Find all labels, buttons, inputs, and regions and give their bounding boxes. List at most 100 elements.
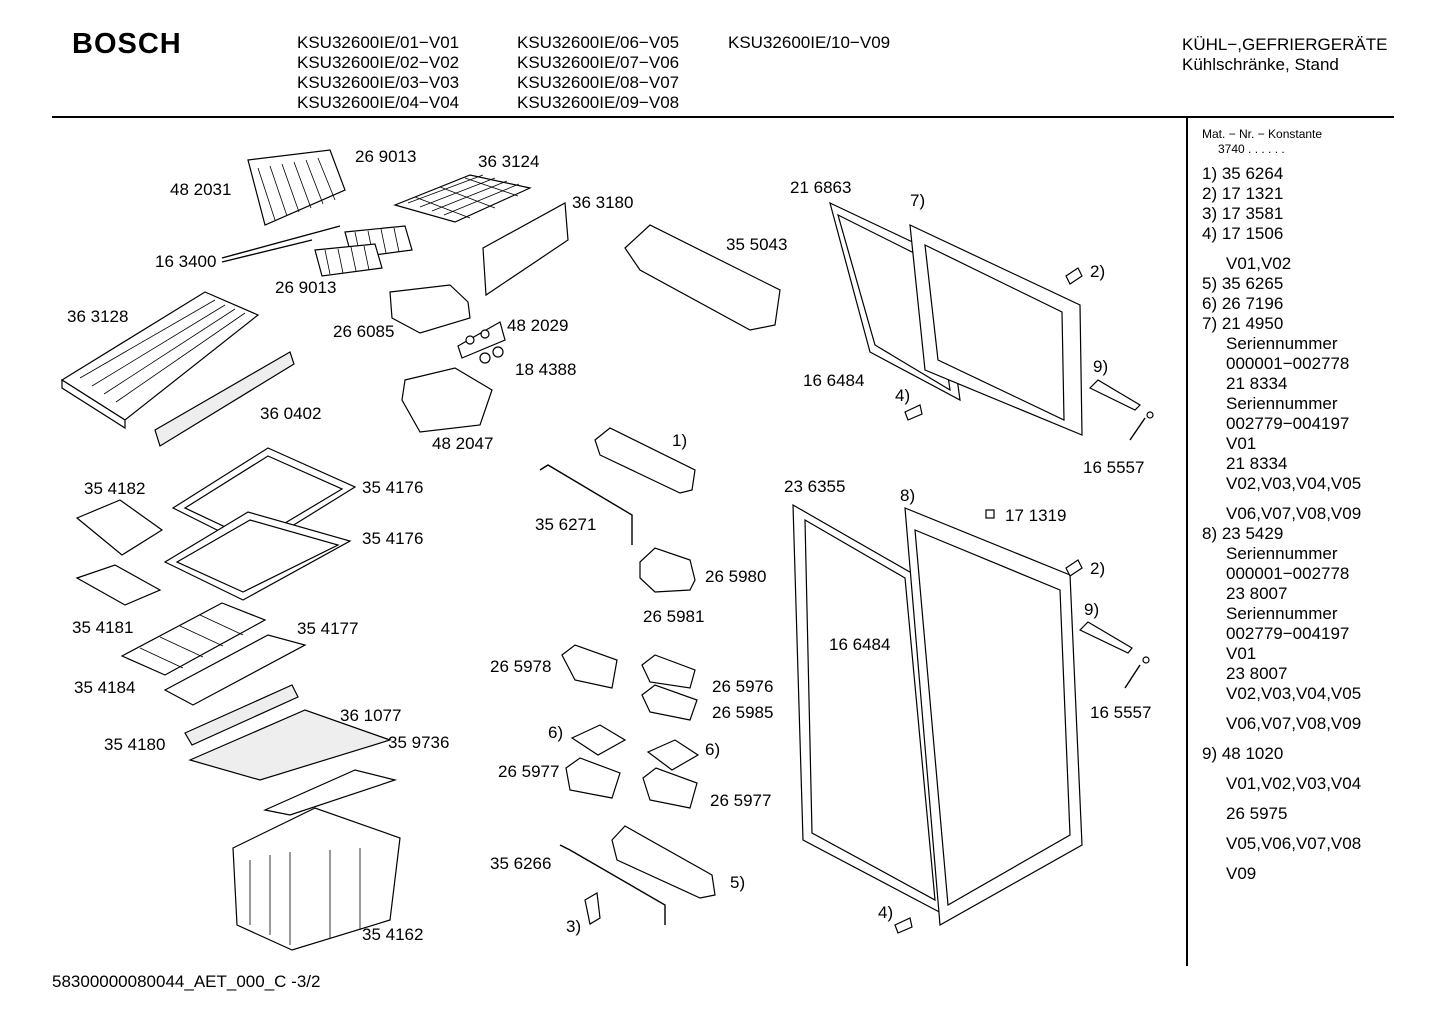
part-number-label: 26 9013	[355, 147, 416, 166]
sidebar-entry: V06,V07,V08,V09	[1226, 714, 1362, 733]
ice-tray-lower	[314, 243, 383, 277]
part-number-label: 35 6271	[535, 515, 596, 534]
sidebar-entry: V06,V07,V08,V09	[1226, 504, 1362, 523]
part-number-label: 35 4162	[362, 925, 423, 944]
freezer-evaporator-cover	[247, 149, 346, 226]
small-tray	[75, 564, 162, 606]
part-number-label: 4)	[895, 386, 910, 405]
thermostat-housing	[389, 284, 506, 364]
part-number-label: 26 6085	[333, 322, 394, 341]
part-number-label: 36 1077	[340, 706, 401, 725]
part-number-label: 26 5981	[643, 607, 704, 626]
model-list-col3: KSU32600IE/10−V09	[728, 33, 890, 53]
crisper-grille	[184, 684, 398, 816]
part-number-label: 8)	[900, 486, 915, 505]
sidebar-entry: 4) 17 1506	[1202, 224, 1284, 243]
part-number-label: 26 5976	[712, 677, 773, 696]
glass-shelf-lower	[163, 511, 352, 601]
part-number-label: 7)	[910, 191, 925, 210]
door-bin-b	[641, 654, 696, 689]
egg-tray-a	[570, 724, 627, 756]
model-number: KSU32600IE/01−V01	[297, 33, 460, 52]
sidebar-heading: Mat. − Nr. − Konstante 3740 . . . . . .	[1202, 127, 1322, 157]
part-number-label: 2)	[1090, 262, 1105, 281]
sidebar-entry: V02,V03,V04,V05	[1226, 474, 1362, 493]
part-number-label: 48 2047	[432, 434, 493, 453]
part-number-label: 1)	[672, 431, 687, 450]
part-number-label: 5)	[730, 873, 745, 892]
part-number-label: 6)	[548, 723, 563, 742]
part-number-label: 26 5978	[490, 657, 551, 676]
sidebar-entry: V02,V03,V04,V05	[1226, 684, 1362, 703]
vegetable-crisper-drawer	[232, 807, 401, 951]
model-number: KSU32600IE/07−V06	[517, 53, 680, 72]
sidebar-entry: 7) 21 4950	[1202, 314, 1284, 333]
model-list-col2: KSU32600IE/06−V05 KSU32600IE/07−V06 KSU3…	[517, 33, 679, 113]
sidebar-constant: 3740 . . . . . .	[1218, 142, 1285, 156]
sidebar-entry: 002779−004197	[1226, 414, 1350, 433]
sidebar-entry: 8) 23 5429	[1202, 524, 1284, 543]
crisper-cover-frame	[120, 602, 267, 676]
category-block: KÜHL−,GEFRIERGERÄTE Kühlschränke, Stand	[1182, 35, 1387, 75]
part-number-label: 36 3180	[572, 193, 633, 212]
egg-tray-b	[646, 739, 700, 771]
crisper-drawer-small	[401, 367, 493, 433]
screw-icon	[1142, 656, 1150, 664]
part-number-label: 23 6355	[784, 477, 845, 496]
sidebar-entry: V05,V06,V07,V08	[1226, 834, 1362, 853]
part-number-label: 35 4176	[362, 478, 423, 497]
sidebar-entry: 3) 17 3581	[1202, 204, 1284, 223]
sidebar-entry: V01	[1226, 644, 1257, 663]
part-number-label: 26 5977	[498, 762, 559, 781]
door-handle-lower	[1078, 621, 1133, 654]
sidebar-entry: 002779−004197	[1226, 624, 1350, 643]
model-number: KSU32600IE/02−V02	[297, 53, 460, 72]
part-number-label: 26 9013	[275, 278, 336, 297]
part-number-label: 17 1319	[1005, 506, 1066, 525]
door-bin-d	[565, 757, 621, 799]
part-number-label: 48 2029	[507, 316, 568, 335]
hinge-part-icon	[894, 917, 913, 934]
freezer-panel	[482, 202, 569, 297]
part-number-label: 35 4182	[84, 479, 145, 498]
part-number-label: 36 0402	[260, 404, 321, 423]
sidebar-entry: 23 8007	[1226, 584, 1288, 603]
sidebar-entry: 9) 48 1020	[1202, 744, 1284, 763]
part-number-label: 6)	[705, 740, 720, 759]
sidebar-entry: 000001−002778	[1226, 564, 1350, 583]
door-rack-top	[624, 224, 781, 331]
part-number-label: 26 5985	[712, 703, 773, 722]
part-number-label: 18 4388	[515, 360, 576, 379]
freezer-flap	[154, 351, 295, 447]
sidebar-entry: 5) 35 6265	[1202, 274, 1284, 293]
hinge-cover-icon	[1065, 559, 1083, 577]
model-number: KSU32600IE/04−V04	[297, 93, 460, 112]
sidebar-entry: Seriennummer	[1226, 394, 1338, 413]
part-number-label: 35 4177	[297, 619, 358, 638]
part-number-label: 35 4176	[362, 529, 423, 548]
part-number-label: 35 4181	[72, 618, 133, 637]
part-number-label: 16 6484	[829, 635, 890, 654]
sidebar-entry: Seriennummer	[1226, 544, 1338, 563]
part-number-label: 21 6863	[790, 178, 851, 197]
part-number-label: 48 2031	[170, 180, 231, 199]
fridge-door	[792, 503, 1083, 926]
part-number-label: 26 5977	[710, 791, 771, 810]
part-number-label: 3)	[566, 917, 581, 936]
model-number: KSU32600IE/10−V09	[728, 33, 891, 52]
sidebar-entry: Seriennummer	[1226, 334, 1338, 353]
sidebar-heading-text: Mat. − Nr. − Konstante	[1202, 127, 1323, 141]
part-number-label: 4)	[878, 903, 893, 922]
sidebar-divider	[1186, 117, 1188, 966]
part-number-label: 35 5043	[726, 235, 787, 254]
part-number-label: 16 5557	[1090, 703, 1151, 722]
screw-icon	[1146, 411, 1154, 419]
sidebar-entry: Seriennummer	[1226, 604, 1338, 623]
part-number-label: 35 6266	[490, 854, 551, 873]
sidebar-entry: 000001−002778	[1226, 354, 1350, 373]
brand-logo: BOSCH	[72, 28, 182, 60]
model-number: KSU32600IE/08−V07	[517, 73, 680, 92]
